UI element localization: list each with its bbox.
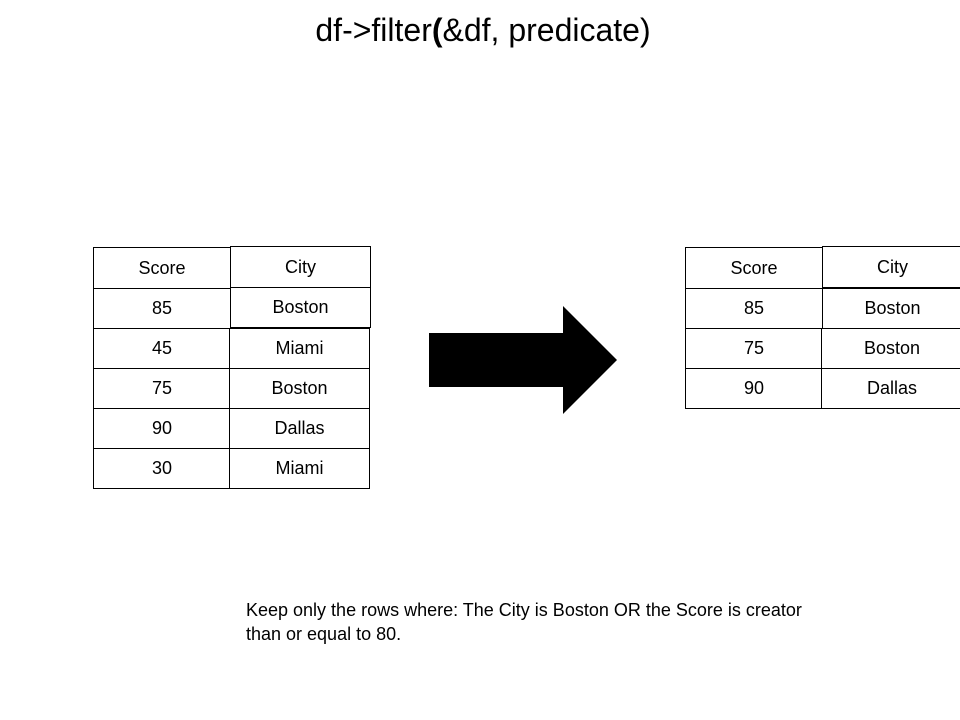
input-header-city: City: [230, 246, 371, 288]
output-cell-score: 90: [685, 368, 823, 409]
title-open-paren: (: [431, 12, 443, 48]
output-cell-city: Boston: [822, 288, 960, 329]
output-cell-city: Boston: [821, 328, 960, 369]
input-cell-city: Dallas: [229, 408, 370, 449]
input-cell-score: 75: [93, 368, 231, 409]
input-cell-score: 85: [93, 288, 231, 329]
arrow-shape: [429, 306, 617, 414]
output-cell-score: 85: [685, 288, 823, 329]
input-cell-score: 45: [93, 328, 231, 369]
page-title: df->filter(&df, predicate): [0, 10, 960, 50]
right-arrow-icon: [429, 306, 617, 414]
output-cell-score: 75: [685, 328, 823, 369]
input-cell-city: Boston: [230, 287, 371, 328]
output-header-score: Score: [685, 247, 823, 289]
output-cell-city: Dallas: [821, 368, 960, 409]
output-header-city: City: [822, 246, 960, 288]
input-cell-city: Boston: [229, 368, 370, 409]
title-function: df->filter: [315, 12, 432, 48]
filter-description: Keep only the rows where: The City is Bo…: [246, 600, 802, 644]
input-cell-city: Miami: [229, 328, 370, 369]
input-cell-city: Miami: [229, 448, 370, 489]
title-arguments: &df, predicate): [442, 12, 651, 48]
input-header-score: Score: [93, 247, 231, 289]
input-cell-score: 30: [93, 448, 231, 489]
input-cell-score: 90: [93, 408, 231, 449]
